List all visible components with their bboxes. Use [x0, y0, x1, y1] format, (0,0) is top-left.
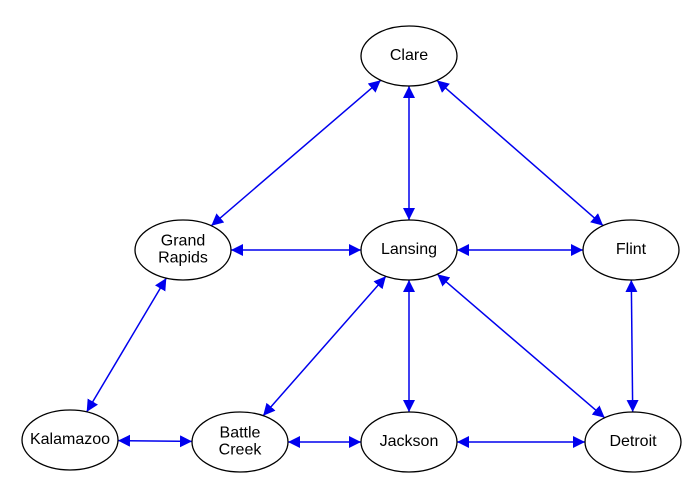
node-flint: Flint [582, 219, 680, 281]
node-jackson: Jackson [360, 411, 458, 473]
node-grand-rapids-label: Grand [161, 233, 205, 250]
edge-clare-flint [436, 79, 604, 227]
edge-lansing-detroit [436, 273, 606, 419]
node-clare: Clare [360, 25, 458, 87]
node-kalamazoo-ellipse [21, 409, 119, 471]
node-battle-creek-label: Creek [219, 442, 263, 459]
node-jackson-ellipse [360, 411, 458, 473]
node-lansing-ellipse [360, 219, 458, 281]
node-grand-rapids-label: Rapids [158, 250, 208, 267]
node-battle-creek-label: Battle [220, 425, 261, 442]
node-detroit-label: Detroit [609, 433, 657, 450]
node-lansing-label: Lansing [381, 241, 437, 258]
node-battle-creek-ellipse [191, 411, 289, 473]
node-kalamazoo-label: Kalamazoo [30, 431, 110, 448]
edge-grand-rapids-kalamazoo [86, 277, 167, 413]
edge-flint-detroit [625, 279, 639, 413]
node-grand-rapids-ellipse [134, 219, 232, 281]
edge-lansing-battle-creek [262, 275, 387, 417]
node-flint-ellipse [582, 219, 680, 281]
node-lansing: Lansing [360, 219, 458, 281]
node-kalamazoo: Kalamazoo [21, 409, 119, 471]
node-clare-label: Clare [390, 47, 428, 64]
edges-layer [86, 79, 639, 448]
edge-clare-grand-rapids [210, 79, 382, 227]
node-jackson-label: Jackson [380, 433, 439, 450]
node-clare-ellipse [360, 25, 458, 87]
node-flint-label: Flint [616, 241, 647, 258]
edge-kalamazoo-battle-creek [117, 434, 193, 448]
node-detroit-ellipse [584, 411, 682, 473]
node-detroit: Detroit [584, 411, 682, 473]
